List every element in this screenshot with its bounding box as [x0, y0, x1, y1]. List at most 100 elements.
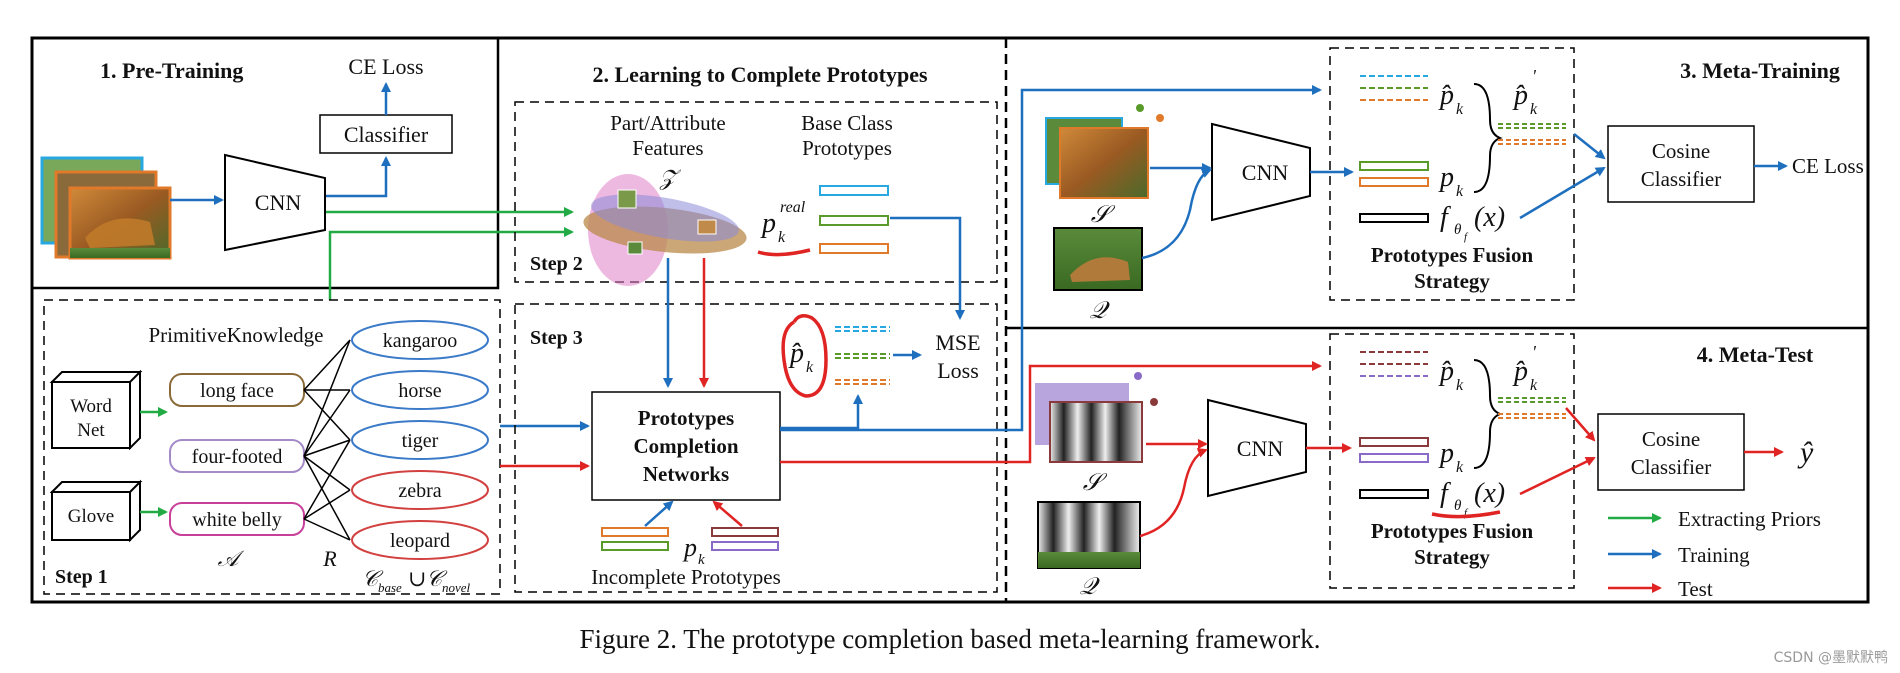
svg-text:base: base: [378, 580, 402, 595]
metatrain-phat-prime: p̂ k ': [1498, 66, 1566, 145]
metatrain-cosine-line2: Classifier: [1641, 167, 1721, 191]
glove-box: Glove: [49, 479, 143, 543]
legend-priors: Extracting Priors: [1678, 507, 1821, 531]
part-features-line2: Features: [632, 136, 703, 160]
metatrain-completed-protos: [1360, 75, 1428, 101]
arrow-test-ftheta-cosine: [1519, 456, 1596, 496]
section-learning: 2. Learning to Complete Prototypes: [592, 62, 927, 87]
svg-text:θ: θ: [1454, 498, 1462, 514]
svg-text:f: f: [1464, 231, 1469, 243]
legend: Extracting Priors Training Test: [1608, 507, 1821, 601]
step3-label: Step 3: [530, 327, 583, 349]
metatrain-protos: p k: [1359, 161, 1464, 200]
metatrain-fusion-line2: Strategy: [1414, 269, 1490, 293]
mse-line1: MSE: [935, 330, 980, 355]
z-symbol: 𝒵: [659, 165, 682, 190]
pretrain-cnn: [224, 153, 326, 252]
svg-text:k: k: [1456, 101, 1464, 118]
svg-text:p: p: [760, 208, 776, 239]
step1-label: Step 1: [55, 566, 108, 588]
part-features-line1: Part/Attribute: [610, 111, 725, 135]
metatest-query-symbol: 𝒬: [1079, 574, 1100, 600]
svg-text:(x): (x): [1474, 202, 1505, 233]
arrow-query-cnn: [1141, 168, 1212, 260]
figure-caption: Figure 2. The prototype completion based…: [579, 624, 1320, 654]
metatest-fusion-box: [1329, 333, 1575, 589]
arrow-priors-features: [328, 227, 574, 300]
metatest-brace: [1473, 359, 1503, 469]
mse-line2: Loss: [937, 358, 979, 383]
svg-text:θ: θ: [1454, 222, 1462, 238]
pcn-line1: Prototypes: [638, 406, 734, 430]
primitive-knowledge-title: PrimitiveKnowledge: [149, 323, 324, 347]
svg-text:p: p: [1438, 438, 1454, 469]
class-horse: horse: [398, 380, 441, 402]
svg-text:f: f: [1440, 478, 1451, 509]
outer-frame: [30, 36, 1870, 604]
p-real-symbol: p k real: [757, 199, 811, 257]
arrow-cnn-classifier: [326, 156, 391, 198]
svg-text:Glove: Glove: [68, 506, 114, 527]
metatrain-cosine-classifier: [1607, 125, 1755, 203]
svg-text:(x): (x): [1474, 478, 1505, 509]
metatrain-ce-loss: CE Loss: [1792, 154, 1864, 178]
svg-text:p̂: p̂: [1438, 356, 1454, 387]
relation-lines: [303, 339, 351, 541]
svg-text:': ': [1532, 342, 1537, 362]
metatest-cosine-line1: Cosine: [1642, 427, 1700, 451]
y-hat: ŷ: [1797, 436, 1814, 469]
pretrain-loss-label: CE Loss: [348, 54, 423, 79]
arrow-test-query-cnn: [1139, 448, 1208, 538]
svg-text:': ': [1532, 66, 1537, 86]
metatrain-fusion-box: [1329, 47, 1575, 301]
legend-training: Training: [1678, 543, 1750, 567]
wordnet-line2: Net: [77, 420, 105, 441]
metatrain-cnn-label: CNN: [1242, 160, 1289, 185]
svg-text:k: k: [1456, 377, 1464, 394]
attr-white-belly: white belly: [192, 509, 281, 531]
metatest-fusion-line2: Strategy: [1414, 545, 1490, 569]
attr-long-face: long face: [200, 380, 274, 402]
metatest-query-ground: [1038, 552, 1140, 568]
svg-text:k: k: [1530, 101, 1538, 118]
completed-prototypes: [835, 326, 890, 385]
metatrain-fusion-line1: Prototypes Fusion: [1371, 243, 1534, 267]
svg-text:∪: ∪: [408, 566, 426, 591]
pcn-box: [591, 391, 781, 501]
incomplete-prototypes: p k: [601, 527, 779, 568]
attribute-list: long face four-footed white belly: [169, 373, 305, 536]
pretraining-box: [30, 36, 500, 290]
legend-test: Test: [1678, 577, 1713, 601]
svg-text:p̂: p̂: [1512, 356, 1528, 387]
section-metatest: 4. Meta-Test: [1697, 342, 1814, 367]
svg-text:p̂: p̂: [1438, 80, 1454, 111]
arrow-pcn-fusion-train: [780, 85, 1322, 432]
svg-text:k: k: [698, 552, 705, 568]
svg-text:k: k: [778, 229, 786, 246]
svg-text:p̂: p̂: [788, 338, 804, 369]
arrow-pcn-fusion-test: [780, 361, 1322, 464]
metatrain-cosine-line1: Cosine: [1652, 139, 1710, 163]
svg-text:k: k: [1530, 377, 1538, 394]
svg-text:real: real: [780, 199, 806, 216]
svg-text:p̂: p̂: [1512, 80, 1528, 111]
svg-text:novel: novel: [442, 580, 471, 595]
metatrain-query-symbol: 𝒬: [1089, 298, 1110, 324]
arrow-inc-pcn-train: [644, 500, 674, 527]
class-leopard: leopard: [390, 530, 450, 552]
feature-space: [583, 174, 747, 286]
arrow-ftheta-cosine: [1519, 166, 1606, 220]
svg-text:k: k: [1456, 459, 1464, 476]
metatest-support-symbol: 𝒮: [1083, 470, 1108, 496]
attr-four-footed: four-footed: [192, 446, 283, 468]
watermark: CSDN @墨默默鸭: [1774, 650, 1888, 666]
metatest-cosine-classifier: [1597, 413, 1745, 491]
arrow-proto-mse: [890, 216, 965, 320]
section-pretraining: 1. Pre-Training: [100, 58, 243, 83]
svg-text:f: f: [1464, 507, 1469, 519]
svg-text:k: k: [806, 359, 814, 376]
base-class-line1: Base Class: [801, 111, 893, 135]
metatrain-cnn: [1211, 122, 1311, 222]
step2-box: [514, 101, 998, 283]
